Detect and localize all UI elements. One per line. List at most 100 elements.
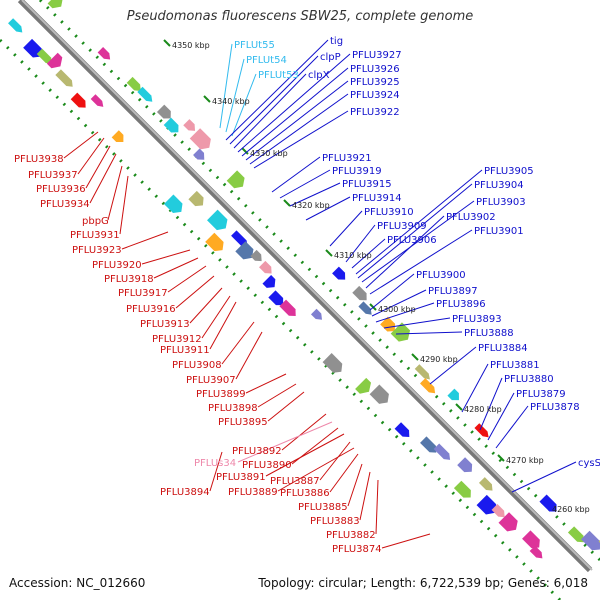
connector-line	[305, 196, 351, 221]
gene-label-pflu3896: PFLU3896	[436, 299, 486, 310]
connector-line	[369, 229, 473, 295]
connector-line	[319, 441, 351, 481]
scale-label: 4320 kbp	[292, 201, 330, 210]
gene-label-pflu3937: PFLU3937	[28, 170, 78, 181]
connector-line	[271, 156, 321, 193]
gene-label-pflu3908: PFLU3908	[172, 360, 222, 371]
gene-feature-reverse	[476, 494, 497, 515]
connector-line	[229, 55, 319, 145]
connector-line	[329, 453, 359, 493]
connector-line	[265, 433, 345, 477]
scale-tick	[203, 95, 211, 103]
scale-tick	[283, 199, 291, 207]
connector-line	[479, 377, 503, 431]
gene-feature-reverse	[310, 308, 323, 320]
connector-line	[209, 451, 223, 492]
gene-feature-reverse	[529, 545, 543, 559]
connector-line	[121, 231, 169, 250]
gene-label-pflu3897: PFLU3897	[428, 286, 478, 297]
gene-label-pflu3890: PFLU3890	[242, 460, 292, 471]
gene-feature-reverse	[207, 209, 228, 231]
gene-feature-forward	[352, 285, 367, 301]
gene-label-pflu3898: PFLU3898	[208, 403, 258, 414]
scale-label: 4280 kbp	[464, 405, 502, 414]
gene-label-pflut55: PFLUt55	[234, 40, 275, 51]
gene-label-pflu3913: PFLU3913	[140, 319, 190, 330]
connector-line	[233, 73, 307, 149]
gene-feature-reverse	[478, 477, 493, 491]
gene-feature-reverse	[453, 480, 471, 498]
connector-line	[175, 275, 215, 309]
gene-label-pflut53: PFLUt53	[258, 70, 299, 81]
gene-feature-forward	[183, 119, 196, 131]
scale-tick	[411, 353, 419, 361]
scale-label: 4330 kbp	[250, 149, 288, 158]
gene-feature-forward	[539, 494, 557, 512]
gene-feature-reverse	[457, 457, 473, 473]
map-title: Pseudomonas fluorescens SBW25, complete …	[126, 9, 474, 24]
gene-label-pflu3878: PFLU3878	[530, 402, 580, 413]
gene-feature-reverse	[369, 384, 389, 404]
genome-summary-text: Topology: circular; Length: 6,722,539 bp…	[258, 576, 588, 590]
scale-label: 4300 kbp	[378, 305, 416, 314]
connector-line	[107, 165, 123, 221]
gene-label-pflu3921: PFLU3921	[322, 153, 372, 164]
connector-line	[347, 463, 363, 507]
accession-text: Accession: NC_012660	[9, 576, 146, 590]
gene-feature-reverse	[235, 241, 254, 260]
gene-label-pflu3938: PFLU3938	[14, 154, 64, 165]
connector-line	[289, 182, 341, 207]
connector-line	[345, 224, 376, 263]
gene-label-pflu3927: PFLU3927	[352, 50, 402, 61]
gene-feature-reverse	[205, 232, 224, 252]
connector-line	[357, 183, 473, 279]
gene-feature-reverse	[46, 52, 63, 69]
gene-label-pflu3900: PFLU3900	[416, 270, 466, 281]
gene-label-clpp: clpP	[320, 52, 341, 63]
scale-tick	[497, 454, 505, 462]
scale-tick	[163, 39, 171, 47]
gene-label-pflu3905: PFLU3905	[484, 166, 534, 177]
connector-line	[225, 58, 245, 133]
connector-line	[141, 249, 191, 265]
gene-feature-reverse	[433, 443, 451, 460]
connector-line	[511, 461, 577, 493]
connector-line	[429, 346, 477, 385]
connector-line	[231, 73, 257, 137]
gene-feature-forward	[358, 301, 372, 315]
connector-line	[359, 471, 371, 521]
connector-line	[495, 405, 529, 449]
scale-label: 4340 kbp	[212, 97, 250, 106]
gene-label-pflu3910: PFLU3910	[364, 207, 414, 218]
gene-label-pflu3887: PFLU3887	[270, 476, 320, 487]
gene-feature-reverse	[55, 69, 73, 87]
scale-tick	[241, 147, 249, 155]
gene-feature-forward	[414, 364, 430, 380]
gene-feature-reverse	[36, 48, 52, 64]
gene-label-tig: tig	[330, 36, 343, 47]
connector-line	[375, 479, 379, 535]
gene-label-pflu3885: PFLU3885	[298, 502, 348, 513]
connector-line	[77, 137, 105, 175]
connector-line	[369, 273, 415, 311]
genome-backbone-highlight	[21, 0, 593, 571]
scale-label: 4290 kbp	[420, 355, 458, 364]
gene-label-pflu3920: PFLU3920	[92, 260, 142, 271]
gene-feature-reverse	[90, 94, 104, 107]
gene-feature-forward	[447, 388, 459, 401]
gene-feature-reverse	[8, 18, 23, 33]
gene-feature-reverse	[491, 504, 505, 518]
connector-line	[355, 169, 483, 275]
gene-label-pflu3894: PFLU3894	[160, 487, 210, 498]
scale-track-right	[38, 0, 600, 562]
gene-feature-forward	[567, 526, 584, 543]
gene-feature-forward	[126, 76, 141, 91]
gene-label-pflu3893: PFLU3893	[452, 314, 502, 325]
connector-line	[395, 331, 463, 335]
gene-feature-forward	[420, 378, 436, 394]
gene-feature-reverse	[355, 377, 372, 394]
scale-track-left	[0, 38, 562, 600]
gene-label-pflu3922: PFLU3922	[350, 107, 400, 118]
gene-feature-forward	[332, 266, 346, 280]
